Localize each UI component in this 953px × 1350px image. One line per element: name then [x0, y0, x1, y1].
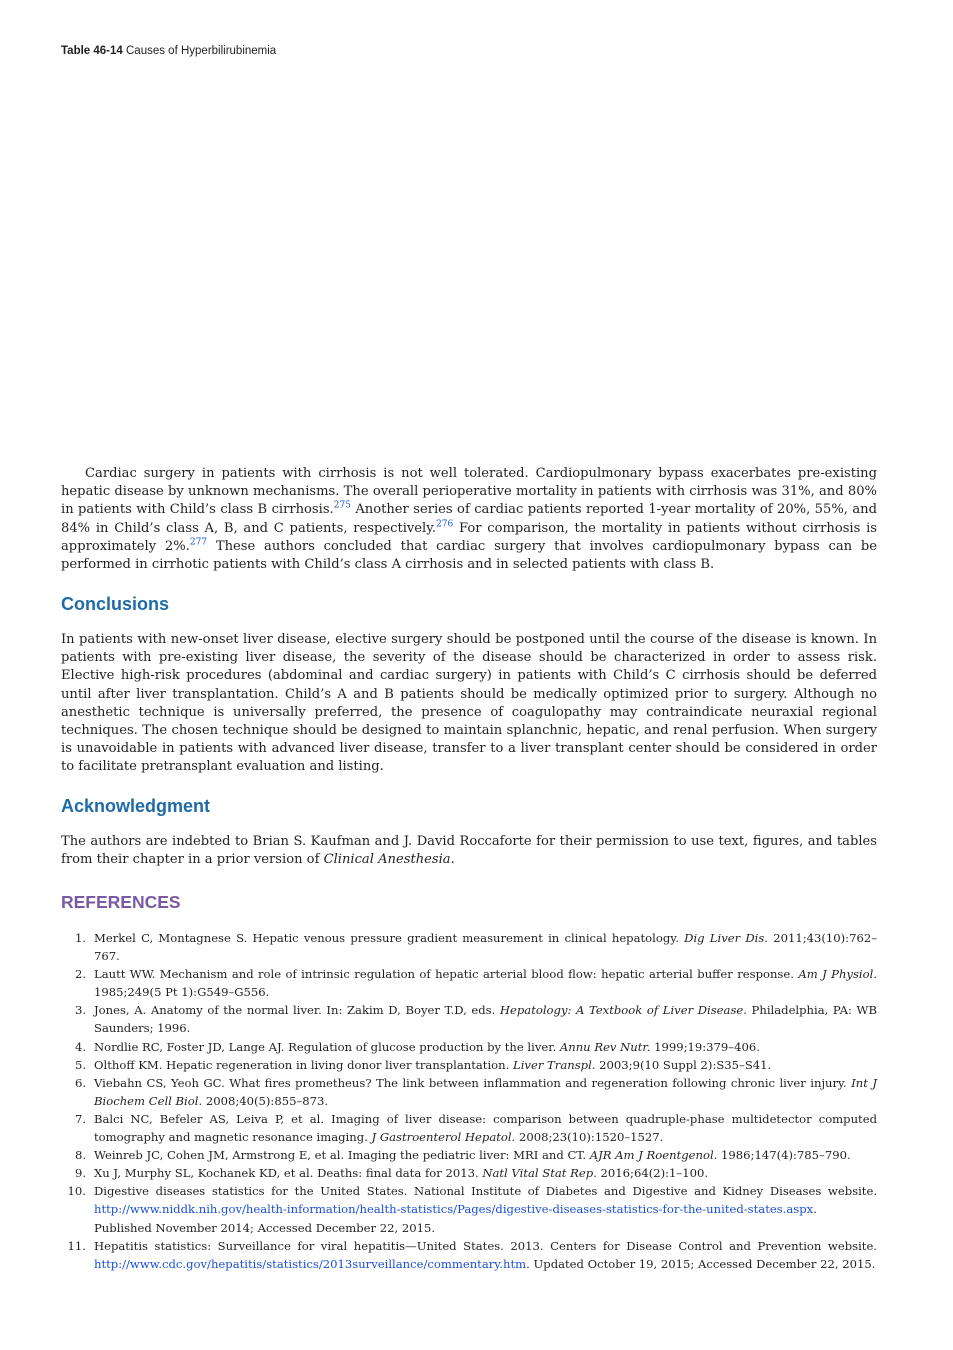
reference-details: 1999;19:379–406.: [650, 1039, 760, 1054]
reference-text: Merkel C, Montagnese S. Hepatic venous p…: [94, 929, 877, 965]
table-label: Table 46-14: [61, 45, 123, 57]
reference-details: 2008;23(10):1520–1527.: [515, 1130, 664, 1145]
reference-details: 2003;9(10 Suppl 2):S35–S41.: [595, 1057, 772, 1072]
reference-authors-title: Balci NC, Befeler AS, Leiva P, et al. Im…: [94, 1111, 877, 1145]
cardiac-text-1: Cardiac surgery in patients with cirrhos…: [61, 466, 877, 518]
reference-authors-title: Viebahn CS, Yeoh GC. What fires promethe…: [94, 1075, 852, 1090]
reference-number: 10.: [67, 1184, 86, 1199]
reference-text: Jones, A. Anatomy of the normal liver. I…: [94, 1001, 877, 1037]
reference-number: 4.: [74, 1039, 86, 1054]
reference-number: 7.: [74, 1111, 86, 1126]
reference-journal: J Gastroenterol Hepatol.: [371, 1130, 516, 1145]
reference-item: 9. Xu J, Murphy SL, Kochanek KD, et al. D…: [61, 1164, 877, 1182]
reference-item: 1. Merkel C, Montagnese S. Hepatic venous…: [61, 929, 877, 965]
reference-authors-title: Olthoff KM. Hepatic regeneration in livi…: [94, 1057, 513, 1072]
reference-journal: AJR Am J Roentgenol.: [589, 1148, 718, 1163]
cardiac-paragraph: Cardiac surgery in patients with cirrhos…: [61, 465, 877, 574]
reference-journal: Int J Biochem Cell Biol.: [94, 1075, 877, 1108]
reference-journal: Hepatology: A Textbook of Liver Disease.: [499, 1003, 747, 1018]
reference-details: 2016;64(2):1–100.: [596, 1166, 709, 1181]
reference-number: 11.: [67, 1238, 86, 1253]
reference-item: 4. Nordlie RC, Foster JD, Lange AJ. Regul…: [61, 1038, 877, 1056]
reference-item: 5. Olthoff KM. Hepatic regeneration in li…: [61, 1056, 877, 1074]
reference-authors-title: Digestive diseases statistics for the Un…: [94, 1184, 877, 1199]
reference-authors-title: Lautt WW. Mechanism and role of intrinsi…: [94, 967, 799, 982]
reference-item: 2. Lautt WW. Mechanism and role of intrin…: [61, 965, 877, 1001]
acknowledgment-paragraph: The authors are indebted to Brian S. Kau…: [61, 833, 877, 869]
reference-journal: Natl Vital Stat Rep.: [482, 1166, 597, 1181]
reference-details: 1986;147(4):785–790.: [717, 1148, 851, 1163]
conclusions-paragraph: In patients with new-onset liver disease…: [61, 631, 877, 777]
citation-275[interactable]: 275: [333, 501, 351, 512]
reference-item: 6. Viebahn CS, Yeoh GC. What fires promet…: [61, 1074, 877, 1110]
reference-text: Olthoff KM. Hepatic regeneration in livi…: [94, 1056, 877, 1074]
reference-number: 3.: [74, 1003, 86, 1018]
reference-authors-title: Merkel C, Montagnese S. Hepatic venous p…: [94, 931, 685, 945]
table-title: Causes of Hyperbilirubinemia: [126, 45, 277, 57]
reference-details: 2011;43(10):762–767.: [94, 931, 877, 964]
reference-text: Viebahn CS, Yeoh GC. What fires promethe…: [94, 1074, 877, 1110]
reference-authors-title: Nordlie RC, Foster JD, Lange AJ. Regulat…: [94, 1039, 560, 1054]
references-heading: REFERENCES: [61, 892, 181, 912]
reference-journal: Annu Rev Nutr.: [559, 1039, 651, 1054]
reference-journal: Am J Physiol.: [798, 967, 878, 982]
references-list: 1. Merkel C, Montagnese S. Hepatic venous…: [61, 929, 877, 1273]
reference-text: Hepatitis statistics: Surveillance for v…: [94, 1237, 877, 1273]
cardiac-text-3: For comparison, the mortality in patient…: [61, 520, 877, 554]
reference-details: Philadelphia, PA: WB Saunders; 1996.: [94, 1003, 877, 1036]
reference-link[interactable]: http://www.cdc.gov/hepatitis/statistics/…: [94, 1256, 527, 1271]
reference-text: Xu J, Murphy SL, Kochanek KD, et al. Dea…: [94, 1164, 877, 1182]
citation-276[interactable]: 276: [436, 519, 454, 530]
reference-authors-title: Weinreb JC, Cohen JM, Armstrong E, et al…: [94, 1148, 590, 1163]
table-caption: Table 46-14 Causes of Hyperbilirubinemia: [61, 45, 276, 57]
reference-number: 9.: [74, 1166, 86, 1181]
reference-text: Nordlie RC, Foster JD, Lange AJ. Regulat…: [94, 1038, 877, 1056]
cardiac-text-4: These authors concluded that cardiac sur…: [61, 538, 878, 573]
cardiac-text-2: Another series of cardiac patients repor…: [61, 502, 877, 536]
acknowledgment-text: The authors are indebted to Brian S. Kau…: [61, 834, 877, 868]
reference-item: 10. Digestive diseases statistics for the…: [61, 1182, 877, 1236]
conclusions-heading: Conclusions: [61, 594, 170, 614]
reference-text: Balci NC, Befeler AS, Leiva P, et al. Im…: [94, 1110, 877, 1146]
reference-item: 7. Balci NC, Befeler AS, Leiva P, et al. …: [61, 1110, 877, 1146]
acknowledgment-heading: Acknowledgment: [61, 796, 211, 816]
reference-details: 2008;40(5):855–873.: [202, 1093, 329, 1108]
reference-number: 1.: [74, 931, 86, 945]
reference-details: 1985;249(5 Pt 1):G549–G556.: [94, 985, 270, 1000]
reference-authors-title: Hepatitis statistics: Surveillance for v…: [94, 1238, 877, 1253]
reference-text: Digestive diseases statistics for the Un…: [94, 1182, 877, 1236]
reference-journal: Liver Transpl.: [513, 1057, 596, 1072]
reference-item: 11. Hepatitis statistics: Surveillance fo…: [61, 1237, 877, 1273]
reference-item: 3. Jones, A. Anatomy of the normal liver.…: [61, 1001, 877, 1037]
reference-authors-title: Xu J, Murphy SL, Kochanek KD, et al. Dea…: [94, 1166, 483, 1181]
reference-link[interactable]: http://www.niddk.nih.gov/health-informat…: [94, 1202, 814, 1217]
reference-text: Lautt WW. Mechanism and role of intrinsi…: [94, 965, 877, 1001]
reference-text: Weinreb JC, Cohen JM, Armstrong E, et al…: [94, 1146, 877, 1164]
reference-number: 6.: [74, 1075, 86, 1090]
reference-number: 2.: [74, 967, 86, 982]
reference-details: . Updated October 19, 2015; Accessed Dec…: [526, 1256, 876, 1271]
reference-number: 8.: [74, 1148, 86, 1163]
conclusions-text: In patients with new-onset liver disease…: [61, 632, 877, 775]
acknowledgment-book-title: Clinical Anesthesia.: [323, 852, 455, 868]
reference-journal: Dig Liver Dis.: [684, 931, 768, 945]
reference-item: 8. Weinreb JC, Cohen JM, Armstrong E, et …: [61, 1146, 877, 1164]
reference-authors-title: Jones, A. Anatomy of the normal liver. I…: [94, 1003, 500, 1018]
reference-number: 5.: [74, 1057, 86, 1072]
reference-details: . Published November 2014; Accessed Dece…: [94, 1202, 817, 1235]
citation-277[interactable]: 277: [189, 537, 208, 548]
